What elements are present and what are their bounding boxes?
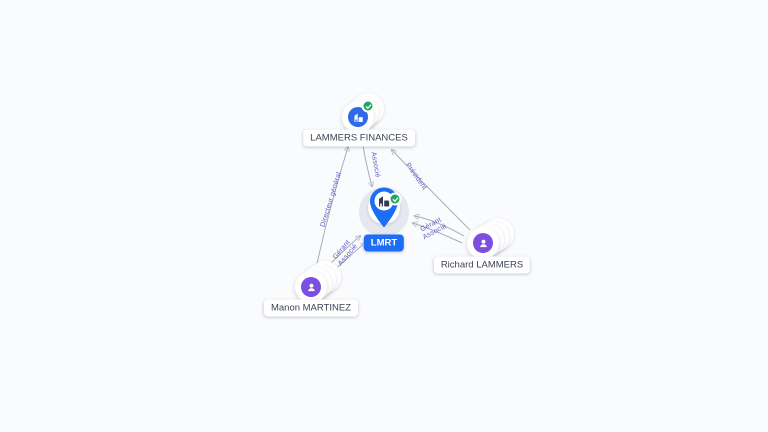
edge-president-richard-lammersfinances [392,150,471,231]
node-label-text: Manon MARTINEZ [270,302,352,314]
node-label-manon-martinez[interactable]: Manon MARTINEZ [263,299,359,317]
node-label-text: LMRT [370,237,398,249]
verified-badge-icon [388,192,402,206]
node-label-lmrt[interactable]: LMRT [363,234,405,252]
person-icon [473,233,493,253]
verified-badge-icon [361,99,375,113]
company-icon [348,107,368,127]
node-label-lammers-finances[interactable]: LAMMERS FINANCES [303,129,415,147]
node-label-richard-lammers[interactable]: Richard LAMMERS [433,256,531,274]
edge-associe-richard-lmrt [413,223,463,244]
node-label-text: LAMMERS FINANCES [310,132,408,144]
edge-gerant-richard-lmrt [415,216,465,237]
node-label-text: Richard LAMMERS [440,259,524,271]
person-icon [301,277,321,297]
edge-directeurgeneral-manon-lammersfinances [315,147,348,269]
